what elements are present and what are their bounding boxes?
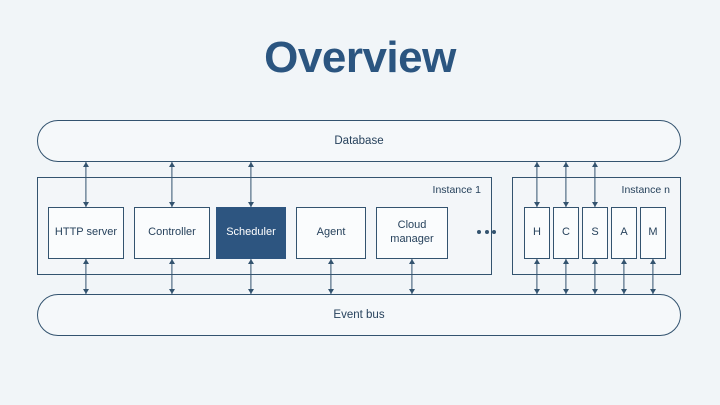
connector-database-instance-1-controller [166,162,178,207]
component-box-label: Cloud manager [390,219,434,245]
connector-eventbus-instance-n-c [560,259,572,294]
component-box-label: HTTP server [54,226,118,239]
connector-eventbus-instance-1-cloud-manager [406,259,418,294]
connector-database-instance-1-scheduler [245,162,257,207]
page-title: Overview [264,33,456,82]
connector-eventbus-instance-n-m [647,259,659,294]
database-bus-label: Database [334,135,384,147]
component-box-controller[interactable]: Controller [134,207,210,259]
connector-eventbus-instance-1-agent [325,259,337,294]
connector-database-instance-n-h [531,162,543,207]
connector-eventbus-instance-n-s [589,259,601,294]
component-box-m[interactable]: M [640,207,666,259]
connector-eventbus-instance-1-http-server [80,259,92,294]
event-bus: Event bus [37,294,681,336]
event-bus-label: Event bus [333,309,385,321]
component-box-a[interactable]: A [611,207,637,259]
instance-label-n: Instance n [621,184,670,196]
ellipsis-icon [477,230,496,234]
connector-database-instance-1-http-server [80,162,92,207]
component-box-label: A [620,226,628,239]
component-box-label: H [533,226,541,239]
component-box-http-server[interactable]: HTTP server [48,207,124,259]
component-box-agent[interactable]: Agent [296,207,366,259]
component-box-label: M [648,226,658,239]
component-box-label: Controller [148,226,196,239]
component-box-cloud-manager[interactable]: Cloud manager [376,207,448,259]
connector-eventbus-instance-1-scheduler [245,259,257,294]
component-box-c[interactable]: C [553,207,579,259]
component-box-label: C [562,226,570,239]
connector-eventbus-instance-1-controller [166,259,178,294]
component-box-h[interactable]: H [524,207,550,259]
connector-database-instance-n-c [560,162,572,207]
component-box-s[interactable]: S [582,207,608,259]
instance-label-1: Instance 1 [432,184,481,196]
connector-eventbus-instance-n-h [531,259,543,294]
component-box-label: S [591,226,599,239]
connector-database-instance-n-s [589,162,601,207]
connector-eventbus-instance-n-a [618,259,630,294]
component-box-label: Scheduler [226,226,276,239]
component-box-scheduler[interactable]: Scheduler [216,207,286,259]
component-box-label: Agent [316,226,346,239]
database-bus: Database [37,120,681,162]
